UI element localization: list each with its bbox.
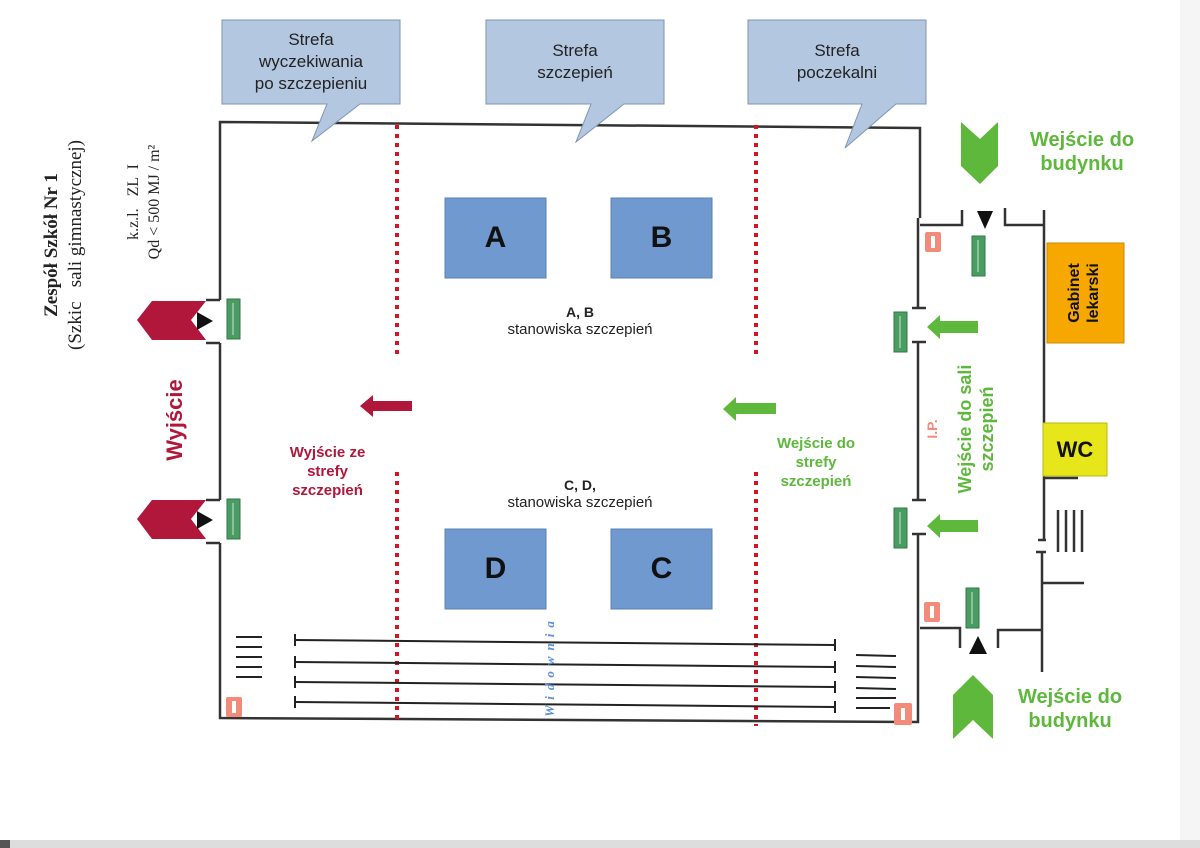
hall-entrance-label: Wejście do sali szczepień (954, 349, 1000, 509)
door-triangle-icon (197, 312, 213, 330)
zone-label-line: Strefa (552, 41, 598, 60)
enter-zone-arrow-icon (723, 397, 776, 421)
wc-box (1042, 422, 1108, 477)
building-entrance-bottom-label: Wejście do budynku (1000, 685, 1140, 733)
caption-title: A, B (566, 304, 594, 320)
exit-chevrons (137, 301, 206, 539)
station-boxes (444, 197, 713, 610)
door-triangle-icon (977, 211, 993, 229)
exit-label: Wyjście (162, 379, 187, 461)
zone-label-line: Strefa (288, 30, 334, 49)
fire-safety-meta: k.z.l. ZL I Qd < 500 MJ / m² (123, 87, 167, 317)
stations-ab-caption: A, B stanowiska szczepień (480, 304, 680, 339)
callout-waiting-after (221, 19, 401, 143)
corridor-walls (920, 208, 1084, 672)
label-line: Wejście do (776, 435, 856, 452)
door-triangle-icon (197, 511, 213, 529)
zone-label-waiting-after: Strefa wyczekiwania po szczepieniu (222, 29, 400, 95)
enter-zone-label: Wejście do strefy szczepień (760, 434, 872, 491)
label-line: Wejście do sali (955, 364, 975, 494)
doctor-office-label: Gabinet lekarski (1065, 243, 1105, 343)
zone-dividers (395, 125, 758, 726)
label-line: strefy (795, 454, 837, 471)
station-c (610, 528, 713, 610)
building-entrance-bottom-chevron-icon (953, 675, 993, 739)
hall-walls (206, 120, 926, 724)
title-line-1: Zespół Szkół Nr 1 (41, 173, 62, 317)
label-line: Wejście do (1029, 129, 1135, 151)
label-line: budynku (1028, 710, 1112, 732)
label-line: Wejście do (1017, 686, 1123, 708)
exit-signs (226, 235, 986, 629)
label-line: szczepień (780, 473, 852, 490)
station-d (444, 528, 547, 610)
callout-waiting-room (747, 19, 927, 149)
building-entrance-top-chevron-icon (961, 122, 998, 184)
label-line: Gabinet (1066, 263, 1083, 323)
station-b (610, 197, 713, 279)
stands (236, 634, 897, 713)
enter-hall-arrow-top-icon (927, 315, 978, 339)
callout-shapes (221, 19, 927, 149)
meta-line-2: Qd < 500 MJ / m² (146, 144, 163, 260)
exit-zone-label: Wyjście ze strefy szczepień (270, 443, 385, 500)
page-bottom-edge (0, 840, 1200, 848)
label-line: Wyjście ze (289, 444, 366, 461)
zone-label-line: poczekalni (796, 63, 878, 82)
ip-label: I.P. (924, 419, 940, 439)
exit-door-triangles (197, 211, 993, 654)
exit-chevron-bottom-icon (137, 500, 206, 539)
station-a-label: A (484, 221, 507, 254)
label-line: lekarski (1085, 263, 1102, 323)
label-line: budynku (1040, 153, 1124, 175)
station-b-label: B (650, 221, 673, 254)
wc-label: WC (1056, 436, 1094, 462)
exit-zone-arrow-icon (360, 395, 412, 417)
doctor-office-box (1046, 242, 1125, 344)
zone-label-waiting-room: Strefa poczekalni (748, 40, 926, 84)
caption-sub: stanowiska szczepień (507, 494, 653, 511)
station-d-label: D (484, 552, 507, 585)
zone-label-line: szczepień (537, 63, 613, 82)
station-c-label: C (650, 552, 673, 585)
zone-label-line: po szczepieniu (254, 74, 368, 93)
enter-hall-arrow-bottom-icon (927, 514, 978, 538)
label-line: strefy (307, 463, 348, 480)
building-entrance-top-label: Wejście do budynku (1012, 128, 1152, 176)
meta-line-1: k.z.l. ZL I (125, 164, 142, 240)
zone-label-line: wyczekiwania (259, 52, 363, 71)
label-line: szczepień (977, 386, 997, 472)
building-title: Zespół Szkół Nr 1 (Szkic sali gimnastycz… (40, 85, 90, 405)
label-line: szczepień (292, 482, 363, 499)
exit-chevron-top-icon (137, 301, 206, 340)
zone-label-line: Strefa (814, 41, 860, 60)
caption-title: C, D, (564, 477, 596, 493)
station-a (444, 197, 547, 279)
stands-label: Widownia (542, 615, 557, 717)
callout-vaccination (485, 19, 665, 144)
zone-label-vaccination: Strefa szczepień (486, 40, 664, 84)
door-triangle-icon (969, 636, 987, 654)
stations-cd-caption: C, D, stanowiska szczepień (480, 477, 680, 512)
caption-sub: stanowiska szczepień (507, 321, 653, 338)
title-line-2: (Szkic sali gimnastycznej) (65, 140, 86, 350)
